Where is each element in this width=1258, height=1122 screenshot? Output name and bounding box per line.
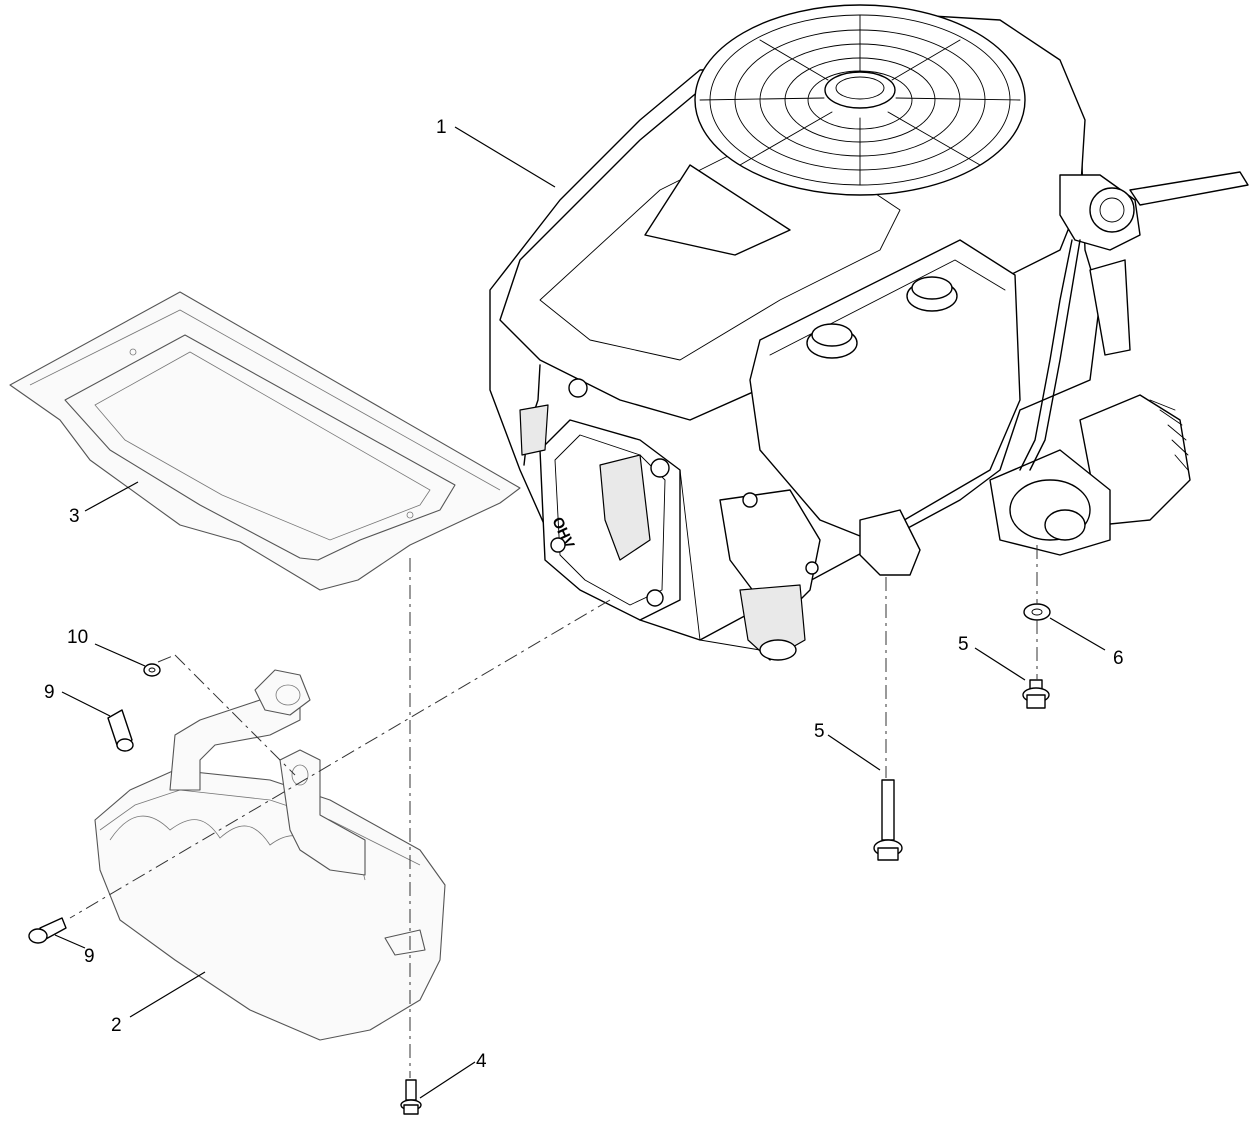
callout-2: 2 <box>111 1015 122 1036</box>
callout-9-upper: 9 <box>44 682 55 703</box>
callout-1: 1 <box>436 117 447 138</box>
flange-bolt-part-4 <box>400 1079 422 1115</box>
callout-9-lower: 9 <box>84 946 95 967</box>
engine-part-1: OHV <box>489 4 1249 661</box>
callout-5-center: 5 <box>814 721 825 742</box>
callout-4: 4 <box>476 1051 487 1072</box>
fuel-pump <box>1019 171 1249 471</box>
washer-part-6 <box>1023 603 1051 621</box>
callout-10: 10 <box>67 627 88 648</box>
heat-shield-part-3 <box>9 291 521 591</box>
callout-6: 6 <box>1113 648 1124 669</box>
assembly-center-lines <box>69 545 1038 1078</box>
callout-3: 3 <box>69 506 80 527</box>
valve-cover: OHV <box>539 378 681 621</box>
callout-labels: 1 3 2 4 5 5 6 9 9 10 <box>44 117 1124 1072</box>
muffler-part-2 <box>94 669 446 1041</box>
leader-lines <box>54 126 1106 1099</box>
washer-part-10 <box>143 663 161 677</box>
cap-screw-part-9-lower <box>28 917 67 944</box>
cap-screw-part-9-upper <box>107 709 134 752</box>
flange-bolt-part-5-center <box>873 779 903 861</box>
fuel-tank <box>749 239 1021 541</box>
oil-filter <box>989 394 1191 556</box>
flywheel-screen <box>694 4 1026 196</box>
flange-bolt-part-5-right <box>1022 679 1050 709</box>
callout-5-right: 5 <box>958 634 969 655</box>
